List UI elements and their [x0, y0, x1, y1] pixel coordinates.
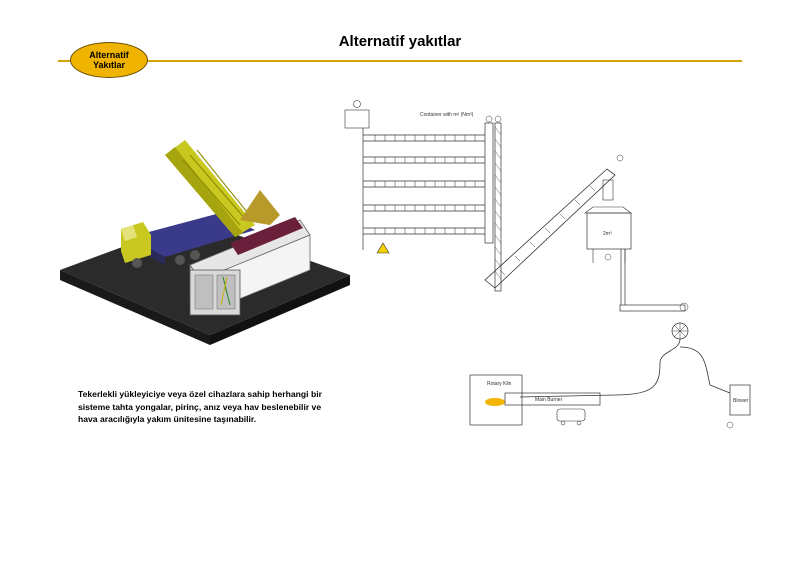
blower-label: Blower: [733, 398, 749, 404]
burner-label: Main Burner: [535, 397, 563, 403]
section-badge-label: Alternatif Yakıtlar: [89, 50, 129, 70]
truck-unloading-illustration: [60, 140, 350, 345]
feeding-system-schematic: Container with m³ (Nm³) 2m³: [344, 100, 751, 429]
kiln-label: Rotary Kiln: [487, 381, 512, 387]
page-title: Alternatif yakıtlar: [338, 33, 462, 50]
title-underline: [58, 60, 742, 62]
description-text: Tekerlekli yükleyiciye veya özel cihazla…: [78, 389, 322, 424]
hopper-label: 2m³: [603, 231, 612, 237]
section-badge: Alternatif Yakıtlar: [70, 42, 148, 78]
container-label: Container with m³ (Nm³): [420, 112, 474, 118]
